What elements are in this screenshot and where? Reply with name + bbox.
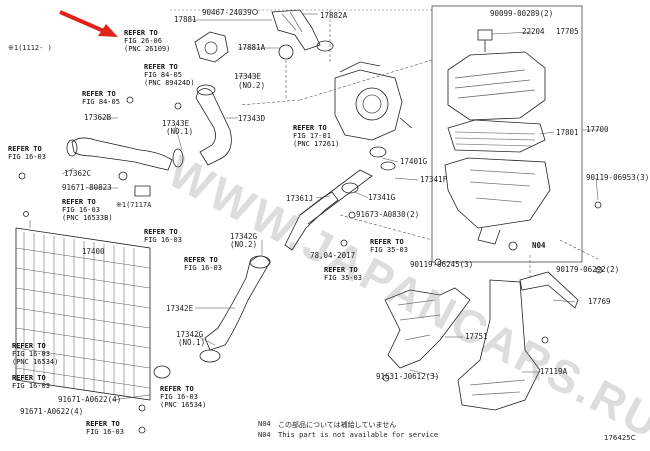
part-label[interactable]: 91671-A0622(4) xyxy=(58,395,122,404)
air-cleaner-box-frame xyxy=(431,5,583,263)
part-label[interactable]: 17881A xyxy=(238,43,266,52)
intercooler-core xyxy=(15,227,151,401)
bracket-17119a xyxy=(457,279,541,411)
part-label[interactable]: 17769 xyxy=(588,297,611,306)
part-label[interactable]: 17362C xyxy=(64,169,92,178)
part-label[interactable]: 17882A xyxy=(320,11,348,20)
part-label[interactable]: 91671-80823 xyxy=(62,183,112,192)
part-label[interactable]: 17751 xyxy=(465,332,488,341)
part-label[interactable]: 17342G xyxy=(230,232,258,241)
part-label[interactable]: 91671-A0622(4) xyxy=(20,407,84,416)
part-label[interactable]: 17343E xyxy=(162,119,190,128)
legend-symbol-1: N04 xyxy=(258,420,271,428)
part-label[interactable]: 17700 xyxy=(586,125,609,134)
hose-17362b xyxy=(71,137,173,171)
part-label[interactable]: 90119-06245(3) xyxy=(410,260,474,269)
intake-hose-17881 xyxy=(271,9,321,51)
part-label[interactable]: 17361J xyxy=(286,194,314,203)
part-label[interactable]: (NO.2) xyxy=(238,81,266,90)
red-arrow-icon xyxy=(59,10,118,37)
date-note: ※1(1112- ) xyxy=(8,44,52,52)
part-label[interactable]: 17801 xyxy=(556,128,579,137)
hose-17343d xyxy=(195,88,232,166)
legend-symbol-2: N04 xyxy=(258,431,271,439)
air-filter-element xyxy=(447,119,546,153)
part-label[interactable]: 90099-00289(2) xyxy=(490,9,554,18)
part-label[interactable]: (NO.2) xyxy=(230,240,258,249)
part-label[interactable]: 90179-06292(2) xyxy=(556,265,620,274)
part-label[interactable]: 90119-06953(3) xyxy=(586,173,650,182)
part-label[interactable]: 17342E xyxy=(166,304,194,313)
part-label[interactable]: 17343D xyxy=(238,114,266,123)
part-26109 xyxy=(194,31,229,63)
air-cleaner-lid xyxy=(447,51,546,121)
part-label[interactable]: 17362B xyxy=(84,113,112,122)
date-note-2: ※1(7117A xyxy=(116,201,152,209)
part-label[interactable]: 17401G xyxy=(400,157,428,166)
air-flow-sensor xyxy=(477,29,493,41)
part-label[interactable]: 78,04-2017 xyxy=(310,251,356,260)
part-label[interactable]: 17342G xyxy=(176,330,204,339)
part-label[interactable]: 17881 xyxy=(174,15,197,24)
part-label[interactable]: 22204 xyxy=(522,27,545,36)
part-label[interactable]: 17341G xyxy=(368,193,396,202)
part-label[interactable]: (NO.1) xyxy=(178,338,206,347)
part-label[interactable]: 91631-J0612(3) xyxy=(376,372,440,381)
part-label[interactable]: 17705 xyxy=(556,27,579,36)
illustration-code: 176425C xyxy=(604,434,636,442)
part-label[interactable]: 17341F xyxy=(420,175,448,184)
air-cleaner-case xyxy=(444,157,551,229)
legend-line-en: This part is not available for service xyxy=(278,431,439,439)
part-label[interactable]: (NO.1) xyxy=(166,127,194,136)
turbocharger xyxy=(334,69,403,141)
part-label[interactable]: 90467-24039 xyxy=(202,8,252,17)
part-label[interactable]: 17119A xyxy=(540,367,568,376)
bracket-17769 xyxy=(519,271,579,309)
legend-line-jp: この部品については補給していません xyxy=(278,421,397,429)
duct-17751 xyxy=(384,287,471,369)
part-label[interactable]: 17343E xyxy=(234,72,262,81)
part-label[interactable]: 17400 xyxy=(82,247,105,256)
part-label[interactable]: 91673-A0830(2) xyxy=(356,210,420,219)
part-label: N04 xyxy=(532,241,546,250)
